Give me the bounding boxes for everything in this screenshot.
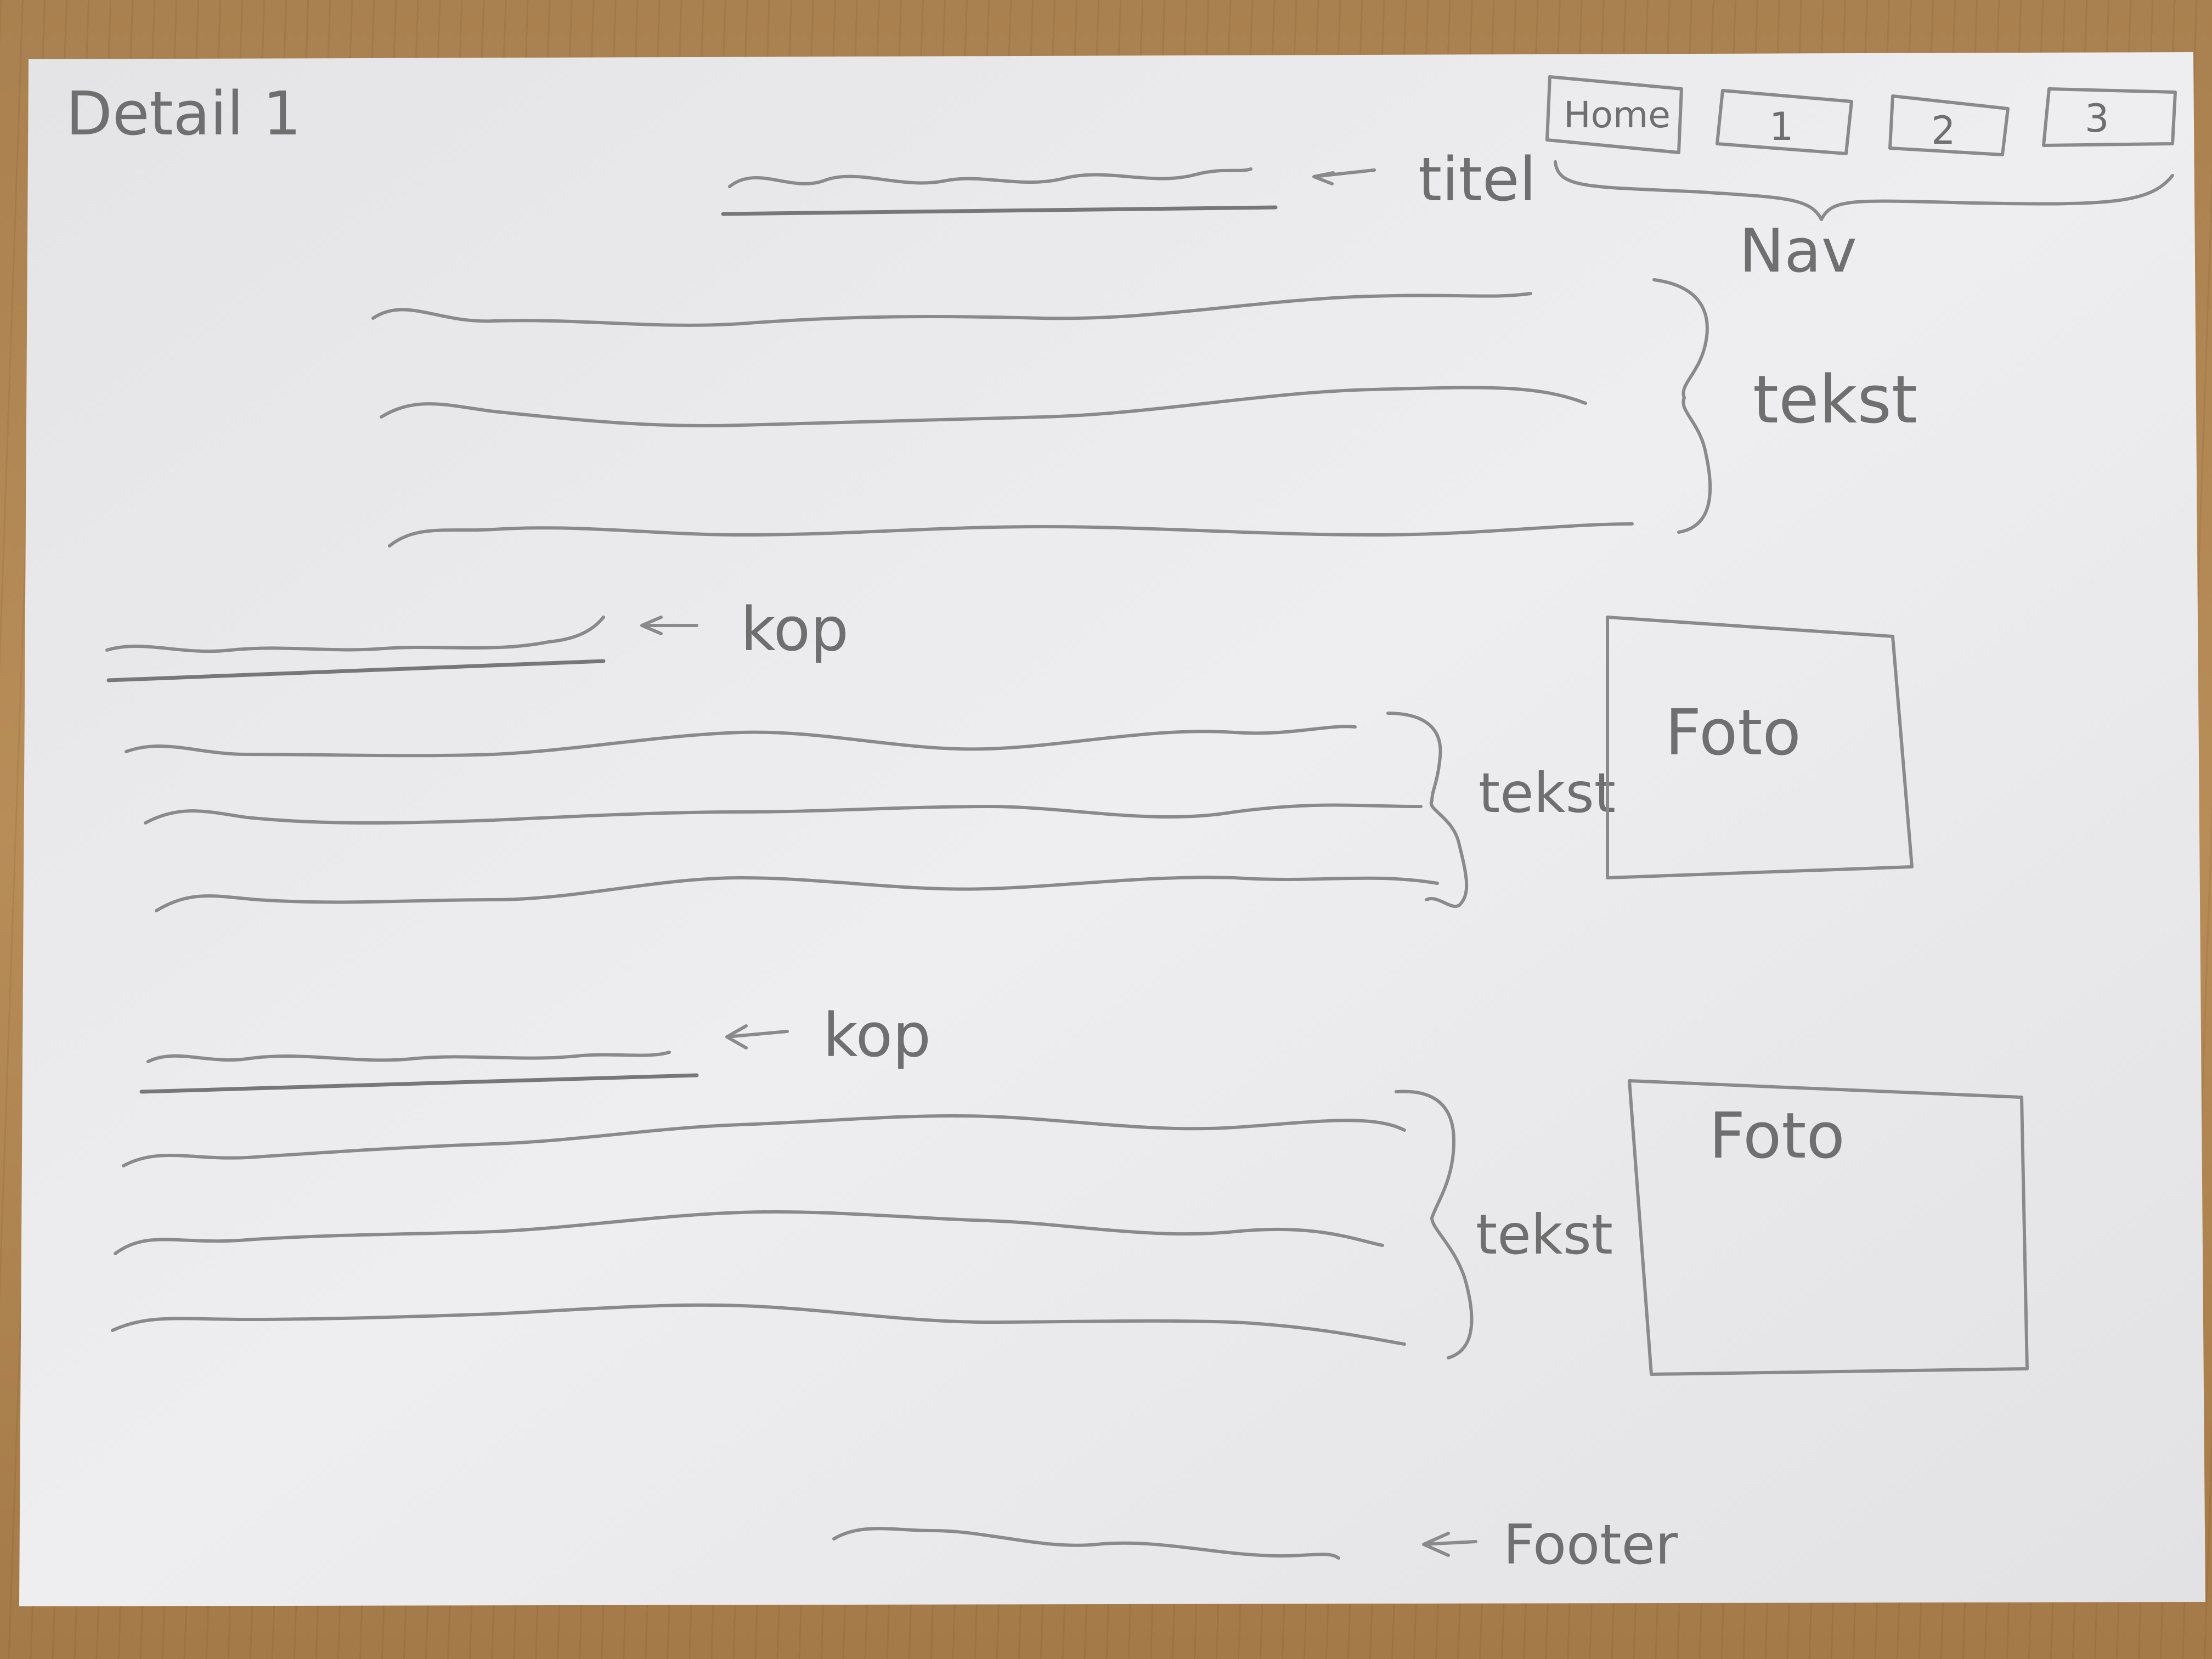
photo-1-label: Foto bbox=[1665, 696, 1801, 770]
nav-bar: Home 1 2 3 Nav bbox=[1545, 75, 2177, 286]
section-2-heading-annotation: kop bbox=[823, 1000, 931, 1070]
nav-item-1-label: 1 bbox=[1769, 104, 1794, 149]
section-1-heading-placeholder: kop bbox=[105, 594, 849, 682]
section-2-heading-placeholder: kop bbox=[139, 1000, 931, 1094]
nav-item-3-label: 3 bbox=[2085, 96, 2109, 141]
photo-2-label: Foto bbox=[1709, 1099, 1845, 1173]
paper-sheet bbox=[19, 52, 2205, 1606]
section-1-text-placeholder: tekst bbox=[125, 712, 1616, 912]
nav-item-2[interactable]: 2 bbox=[1888, 94, 2010, 156]
nav-item-2-label: 2 bbox=[1931, 108, 1956, 153]
section-1-heading-annotation: kop bbox=[741, 594, 849, 664]
photo-2-placeholder: Foto bbox=[1628, 1079, 2029, 1376]
nav-item-home[interactable]: Home bbox=[1545, 75, 1683, 154]
nav-item-1[interactable]: 1 bbox=[1716, 89, 1853, 155]
nav-annotation: Nav bbox=[1739, 216, 1857, 286]
nav-brace bbox=[1554, 160, 2174, 221]
footer-placeholder: Footer bbox=[832, 1513, 1678, 1577]
nav-item-home-label: Home bbox=[1564, 94, 1671, 136]
title-annotation: titel bbox=[1418, 144, 1536, 215]
footer-annotation: Footer bbox=[1503, 1513, 1678, 1577]
section-2-text-placeholder: tekst bbox=[111, 1090, 1613, 1359]
intro-text-annotation: tekst bbox=[1753, 362, 1917, 438]
photo-1-placeholder: Foto bbox=[1606, 616, 1914, 879]
nav-item-3[interactable]: 3 bbox=[2042, 87, 2177, 147]
section-2-text-annotation: tekst bbox=[1476, 1203, 1613, 1267]
page-title: Detail 1 bbox=[66, 78, 301, 149]
section-1-text-annotation: tekst bbox=[1479, 761, 1616, 825]
title-placeholder: titel bbox=[721, 144, 1536, 216]
intro-text-placeholder: tekst bbox=[371, 278, 1917, 548]
